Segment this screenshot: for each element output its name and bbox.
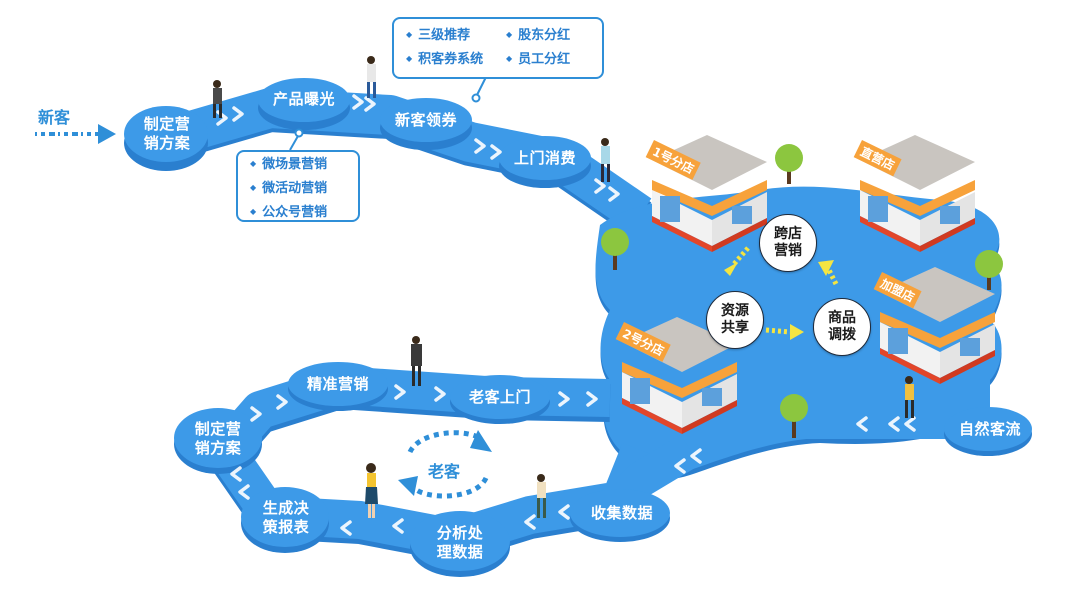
step-text: 制定营 xyxy=(143,115,191,133)
new-customer-path xyxy=(124,78,652,236)
callout-item: 员工分红 xyxy=(506,47,596,71)
old-customer-path xyxy=(174,362,702,577)
step-store-visit: 上门消费 xyxy=(513,149,576,167)
callout-item: 微场景营销 xyxy=(250,152,358,176)
step-collect-data: 收集数据 xyxy=(590,504,653,522)
old-customer-label: 老客 xyxy=(428,462,461,481)
step-text: 分析处 xyxy=(436,524,484,542)
new-customer-label: 新客 xyxy=(38,108,71,127)
center-cycle-arrows xyxy=(724,246,839,340)
resource-share-node: 资源共享 xyxy=(706,291,764,349)
step-generate-report: 生成决 策报表 xyxy=(258,499,314,537)
step-returning-visit: 老客上门 xyxy=(468,388,531,406)
step-text: 制定营 xyxy=(194,420,242,438)
store-1-building xyxy=(652,135,767,252)
step-text: 策报表 xyxy=(262,518,310,536)
step-product-exposure: 产品曝光 xyxy=(272,90,335,108)
new-customer-arrow xyxy=(35,124,116,144)
callout-item: 微活动营销 xyxy=(250,176,358,200)
step-text: 销方案 xyxy=(143,134,191,152)
step-analyze-data: 分析处 理数据 xyxy=(432,524,488,562)
goods-transfer-node: 商品调拨 xyxy=(813,298,871,356)
callout-connectors xyxy=(289,76,487,151)
cross-store-marketing-node: 跨店营销 xyxy=(759,214,817,272)
step-text: 销方案 xyxy=(194,439,242,457)
callout-item: 公众号营销 xyxy=(250,200,358,224)
step-plan-marketing: 制定营 销方案 xyxy=(140,115,194,153)
store-2-building xyxy=(622,317,737,434)
node-text: 营销 xyxy=(774,243,802,259)
old-customer-cycle-icon xyxy=(398,430,492,499)
natural-flow-path xyxy=(800,407,1032,456)
callout-exposure-channels: 微场景营销 微活动营销 公众号营销 xyxy=(236,150,360,222)
person-icons xyxy=(213,56,914,518)
callout-item: 股东分红 xyxy=(506,23,596,47)
callout-coupon-programs: 三级推荐 股东分红 积客券系统 员工分红 xyxy=(392,17,604,79)
tree-icon xyxy=(601,144,1003,438)
callout-grid: 三级推荐 股东分红 积客券系统 员工分红 xyxy=(406,19,602,71)
step-text: 生成决 xyxy=(262,499,310,517)
node-text: 共享 xyxy=(721,320,749,336)
step-plan-marketing-2: 制定营 销方案 xyxy=(190,420,246,458)
node-text: 跨店 xyxy=(774,226,802,242)
callout-item: 三级推荐 xyxy=(406,23,506,47)
callout-item: 积客券系统 xyxy=(406,47,506,71)
node-text: 资源 xyxy=(721,303,749,319)
node-text: 调拨 xyxy=(828,327,856,343)
natural-flow-label: 自然客流 xyxy=(958,420,1021,438)
step-text: 理数据 xyxy=(436,543,484,561)
step-precise-marketing: 精准营销 xyxy=(306,375,369,393)
step-new-customer-coupon: 新客领券 xyxy=(394,111,457,129)
node-text: 商品 xyxy=(828,310,856,326)
store-franchise-building xyxy=(880,267,995,384)
store-direct-building xyxy=(860,135,975,252)
